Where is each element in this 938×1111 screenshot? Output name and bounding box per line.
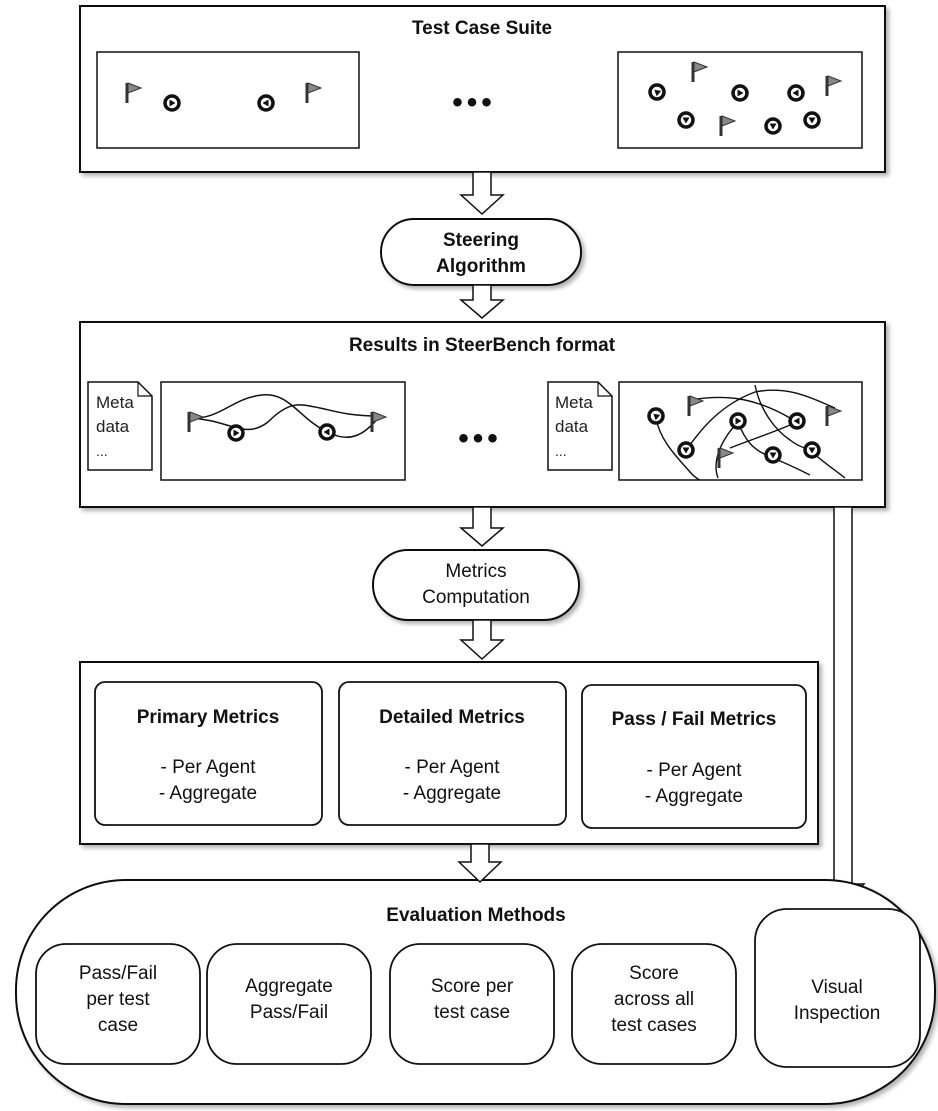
flow-arrow: [459, 171, 505, 216]
agent-icon: [788, 412, 806, 430]
metrics-item: - Per Agent: [646, 760, 742, 781]
pass-fail-metrics-box: Pass / Fail Metrics - Per Agent - Aggreg…: [581, 684, 807, 829]
metadata-label-line3: ...: [96, 443, 108, 459]
metrics-computation-node: Metrics Computation: [372, 549, 580, 621]
evaluation-methods-panel: Evaluation Methods Pass/Fail per test ca…: [15, 843, 936, 1105]
test-case-suite-title: Test Case Suite: [412, 18, 552, 39]
results-title: Results in SteerBench format: [349, 335, 616, 356]
ellipsis: •••: [452, 86, 496, 119]
method-label: Pass/Fail: [250, 1002, 328, 1023]
method-score-per-test-case: Score per test case: [389, 943, 555, 1065]
flow-arrow: [458, 284, 506, 319]
metrics-item: - Aggregate: [159, 783, 257, 804]
agent-icon: [677, 441, 695, 459]
steering-algorithm-node: Steering Algorithm: [380, 218, 582, 286]
flow-arrow: [459, 619, 505, 661]
flow-arrow: [458, 506, 506, 547]
agent-icon: [803, 441, 821, 459]
method-label: Visual: [811, 977, 862, 998]
detailed-metrics-box: Detailed Metrics - Per Agent - Aggregate: [338, 681, 567, 826]
metadata-label-line2: data: [555, 417, 589, 436]
test-case-suite-panel: Test Case Suite •••: [79, 5, 886, 173]
metrics-panel: Primary Metrics - Per Agent - Aggregate …: [79, 661, 819, 845]
method-label: test cases: [611, 1015, 697, 1036]
ellipsis: •••: [458, 422, 502, 455]
metadata-label-line2: data: [96, 417, 130, 436]
agent-icon: [257, 94, 275, 112]
method-label: Score: [629, 963, 679, 984]
agent-icon: [803, 111, 821, 129]
metrics-item: - Per Agent: [160, 757, 256, 778]
metadata-label-line1: Meta: [555, 393, 593, 412]
metrics-computation-line2: Computation: [422, 587, 530, 608]
metrics-title: Primary Metrics: [137, 707, 280, 728]
metadata-label-line1: Meta: [96, 393, 134, 412]
metrics-item: - Aggregate: [403, 783, 501, 804]
metrics-computation-line1: Metrics: [445, 561, 506, 582]
method-label: across all: [614, 989, 694, 1010]
method-aggregate-pass-fail: Aggregate Pass/Fail: [206, 943, 372, 1065]
method-label: case: [98, 1015, 138, 1036]
method-label: per test: [86, 989, 150, 1010]
method-label: Aggregate: [245, 976, 333, 997]
agent-icon: [677, 111, 695, 129]
result-scenario-complex: [618, 381, 863, 481]
agent-icon: [729, 412, 747, 430]
test-case-scenario-complex: [617, 51, 863, 149]
results-panel: Results in SteerBench format Meta data .…: [79, 321, 886, 508]
test-case-scenario-simple: [96, 51, 360, 149]
side-flow-arrow: [820, 506, 866, 906]
result-scenario-simple: [160, 381, 406, 481]
method-label: test case: [434, 1002, 510, 1023]
steering-label-line1: Steering: [443, 230, 519, 251]
agent-icon: [764, 117, 782, 135]
method-label: Score per: [431, 976, 514, 997]
flow-arrow: [457, 843, 503, 884]
metrics-item: - Per Agent: [404, 757, 500, 778]
metrics-title: Detailed Metrics: [379, 707, 525, 728]
method-label: Inspection: [794, 1003, 881, 1024]
metadata-label-line3: ...: [555, 443, 567, 459]
agent-icon: [163, 94, 181, 112]
metrics-item: - Aggregate: [645, 786, 743, 807]
agent-icon: [227, 424, 245, 442]
method-label: Pass/Fail: [79, 963, 157, 984]
agent-icon: [731, 84, 749, 102]
method-score-across-all-test-cases: Score across all test cases: [571, 943, 737, 1065]
agent-icon: [318, 423, 336, 441]
primary-metrics-box: Primary Metrics - Per Agent - Aggregate: [94, 681, 323, 826]
method-visual-inspection: Visual Inspection: [754, 908, 921, 1068]
steering-label-line2: Algorithm: [436, 256, 526, 277]
agent-icon: [764, 446, 782, 464]
agent-icon: [787, 84, 805, 102]
evaluation-methods-title: Evaluation Methods: [386, 905, 565, 926]
method-pass-fail-per-test-case: Pass/Fail per test case: [35, 943, 201, 1065]
metadata-document-left: Meta data ...: [87, 381, 153, 471]
metrics-title: Pass / Fail Metrics: [612, 709, 777, 730]
metadata-document-right: Meta data ...: [547, 381, 613, 471]
